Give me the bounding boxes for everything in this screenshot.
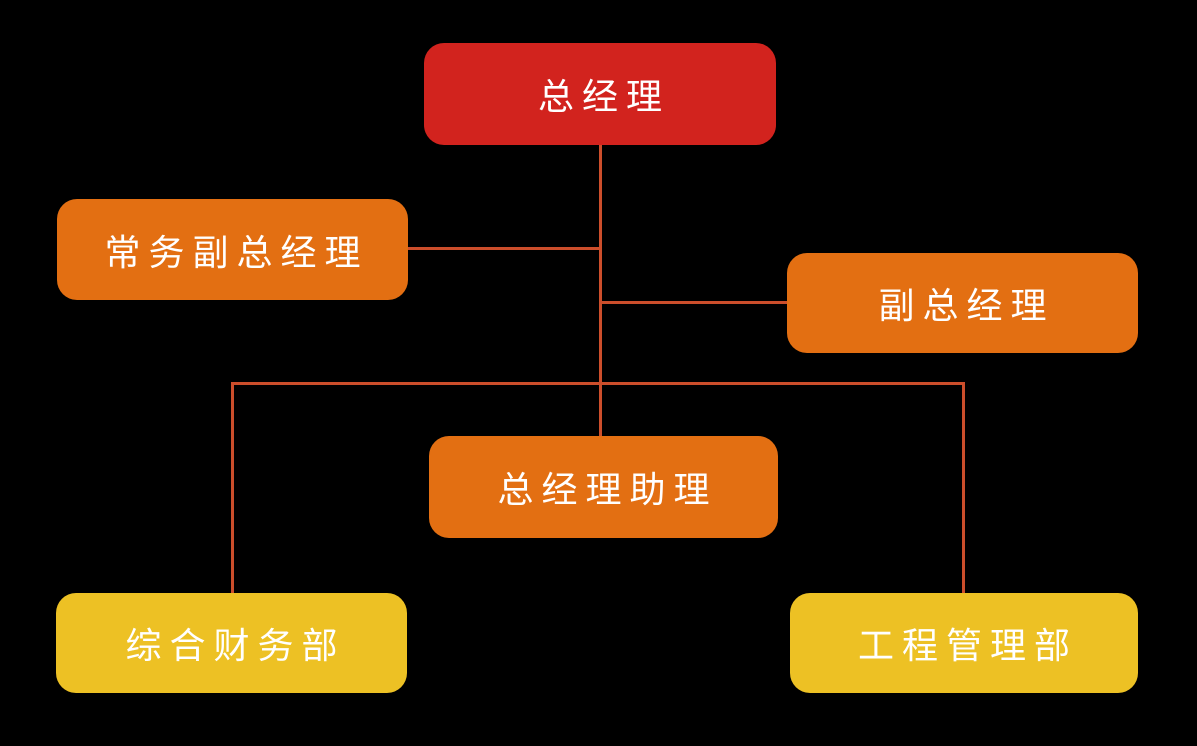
- connector-trunk-vertical: [599, 145, 602, 436]
- org-node-executive-deputy-gm: 常务副总经理: [57, 199, 408, 300]
- org-node-engineering-mgmt-dept: 工程管理部: [790, 593, 1138, 693]
- org-node-deputy-general-manager: 副总经理: [787, 253, 1138, 353]
- connector-to-engineering-dept: [962, 382, 965, 593]
- org-node-label: 副总经理: [878, 285, 1055, 326]
- connector-to-finance-dept: [231, 382, 234, 593]
- org-node-label: 综合财务部: [125, 625, 346, 666]
- connector-department-bus: [232, 382, 965, 385]
- connector-to-deputy-gm: [600, 301, 787, 304]
- connector-to-executive-deputy-gm: [408, 247, 601, 250]
- org-node-label: 总经理: [537, 76, 670, 117]
- org-node-general-finance-dept: 综合财务部: [56, 593, 407, 693]
- org-node-label: 工程管理部: [857, 625, 1078, 666]
- org-node-general-manager-assistant: 总经理助理: [429, 436, 778, 538]
- org-node-label: 总经理助理: [497, 469, 718, 510]
- org-node-label: 常务副总经理: [104, 231, 369, 273]
- org-node-general-manager: 总经理: [424, 43, 776, 145]
